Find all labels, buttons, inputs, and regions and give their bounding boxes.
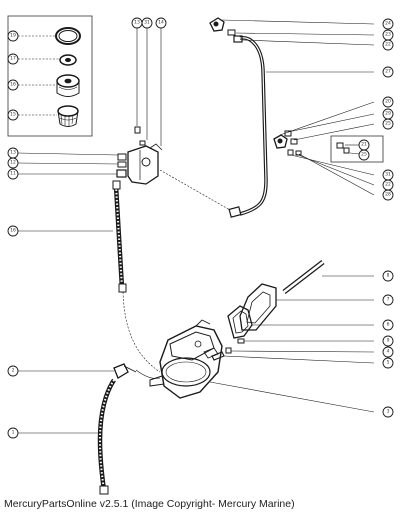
callout-8: 8	[387, 273, 390, 279]
callout-19: 19	[10, 33, 16, 39]
callout-23: 23	[385, 32, 391, 38]
callout-11: 11	[10, 171, 16, 177]
mounting-plate-part	[239, 283, 277, 331]
fuel-pump-body	[149, 319, 223, 399]
callout-17: 17	[10, 56, 16, 62]
callout-24: 24	[385, 21, 391, 27]
top-right-leaders	[221, 19, 375, 73]
right-fittings-group	[273, 130, 302, 156]
dashed-assembly-line	[159, 169, 231, 211]
fitting-part-11	[116, 169, 127, 178]
image-copyright-caption: MercuryPartsOnline v2.5.1 (Image Copyrig…	[4, 498, 295, 510]
fuel-hose-lower	[97, 378, 116, 495]
top-leaders	[136, 28, 162, 146]
gasket-ring-inner	[58, 30, 78, 42]
callout-7: 7	[387, 297, 390, 303]
fittings-inset-box	[330, 135, 384, 163]
inset-right-leaders	[345, 144, 361, 155]
fitting-part-13	[117, 153, 127, 161]
callout-25-right: 25	[385, 121, 391, 127]
washer-part	[59, 54, 77, 66]
callout-22: 22	[385, 182, 391, 188]
callout-27: 27	[385, 69, 391, 75]
callout-3: 3	[387, 409, 390, 415]
fitting-part-12	[117, 161, 127, 168]
callout-29: 29	[385, 111, 391, 117]
washer-hole	[65, 57, 71, 63]
filter-element-part	[56, 74, 80, 97]
callout-31: 31	[385, 172, 391, 178]
callout-22-top: 22	[385, 42, 391, 48]
right-mid-leaders	[279, 101, 375, 196]
callout-12: 12	[10, 160, 16, 166]
callout-20: 20	[385, 99, 391, 105]
inset-leaders	[18, 35, 60, 116]
callout-21-inset: 21	[361, 142, 367, 148]
leader-3	[209, 381, 375, 413]
fuel-line-long	[239, 36, 268, 216]
callout-13: 13	[10, 150, 16, 156]
callout-31-top: 31	[144, 20, 150, 26]
hose-fitting-part	[113, 363, 161, 379]
fuel-filter-housing	[116, 143, 163, 185]
callout-14-top: 14	[158, 20, 164, 26]
left-leaders	[17, 152, 119, 175]
callout-13-top: 13	[134, 20, 140, 26]
fuel-line-connector	[228, 206, 242, 218]
inset-fittings	[336, 142, 350, 154]
pushrod-part	[282, 260, 325, 294]
callout-25-inset: 25	[361, 152, 367, 158]
callout-15: 15	[10, 112, 16, 118]
filter-parts-inset-box	[7, 15, 93, 137]
screw-part-top	[134, 126, 146, 146]
callout-16-hose: 16	[10, 228, 16, 234]
callout-2: 2	[12, 368, 15, 374]
callout-5: 5	[387, 360, 390, 366]
callout-4: 4	[387, 349, 390, 355]
fuel-hose-vertical	[112, 180, 127, 293]
filter-screen-part	[57, 105, 79, 127]
elbow-fitting-top	[209, 17, 243, 43]
dashed-feed-line	[122, 291, 161, 373]
callout-16-filter: 16	[10, 82, 16, 88]
callout-circles	[7, 17, 394, 439]
bolt-leaders	[223, 340, 375, 364]
callout-28: 28	[385, 192, 391, 198]
gasket-ring-part	[55, 27, 81, 45]
callout-1: 1	[12, 430, 15, 436]
callout-9: 9	[387, 338, 390, 344]
callout-6: 6	[387, 322, 390, 328]
